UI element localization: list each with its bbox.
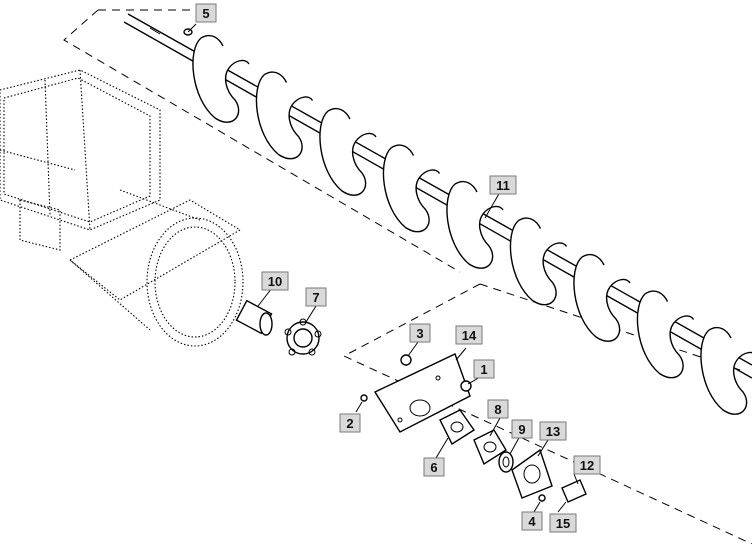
auger-flight-edge [454,180,478,193]
auger-flight [192,37,250,123]
auger-flights [192,34,752,415]
callout-1: 1 [473,359,495,379]
auger-flight [319,110,377,196]
callout-11: 11 [489,175,517,195]
auger-flight-edge [327,107,351,120]
drive-sleeve [235,299,273,336]
callout-label: 12 [580,458,594,473]
callout-label: 9 [518,422,525,437]
assembly-outline-dashed [63,9,752,544]
callout-5: 5 [195,3,217,23]
bearing-9 [498,451,514,473]
auger-flight [509,219,568,306]
callout-3: 3 [409,323,431,343]
auger-flight-edge [391,144,415,156]
bolt-2 [360,394,368,402]
callout-label: 10 [268,274,282,289]
auger-flight [573,256,631,342]
sprocket [284,318,322,356]
callout-7: 7 [305,287,327,307]
auger-flight [446,183,504,269]
callout-8: 8 [487,399,509,419]
callout-label: 8 [494,402,501,417]
clip-12 [561,479,587,503]
callout-label: 4 [528,514,536,529]
auger-flight-edge [200,34,224,47]
callout-label: 13 [546,424,560,439]
callout-label: 11 [496,178,510,193]
callout-label: 1 [480,362,487,377]
trough-housing-phantom [0,69,244,347]
auger-flight [255,73,314,160]
nut-1 [460,380,472,392]
callout-6: 6 [423,457,445,477]
callout-label: 3 [416,326,423,341]
flange-6 [439,409,475,446]
flange-8 [473,429,507,466]
flange-bracket-13 [511,448,553,499]
callout-2: 2 [339,413,361,433]
callout-13: 13 [539,421,567,441]
callout-4: 4 [521,511,543,531]
leader-lines [187,23,579,513]
nut-3 [400,354,412,366]
auger-flight-edge [645,290,669,302]
callout-label: 14 [462,328,477,343]
callout-10: 10 [261,271,289,291]
callout-12: 12 [573,455,601,475]
auger-flight [636,292,695,379]
auger-flight [700,329,752,415]
auger-flight [382,146,441,233]
callout-label: 7 [312,290,319,305]
bolt-4 [538,494,546,502]
auger-flight-edge [708,326,732,339]
callout-14: 14 [455,325,483,345]
callout-label: 15 [556,516,570,531]
callout-label: 5 [202,6,209,21]
auger-flight-edge [518,217,542,229]
callout-label: 6 [430,460,437,475]
callout-15: 15 [549,513,577,533]
auger-flight-edge [264,71,288,83]
callout-9: 9 [511,419,533,439]
auger-flight-edge [581,253,605,266]
bearing-plate [373,353,471,433]
callout-label: 2 [346,416,353,431]
